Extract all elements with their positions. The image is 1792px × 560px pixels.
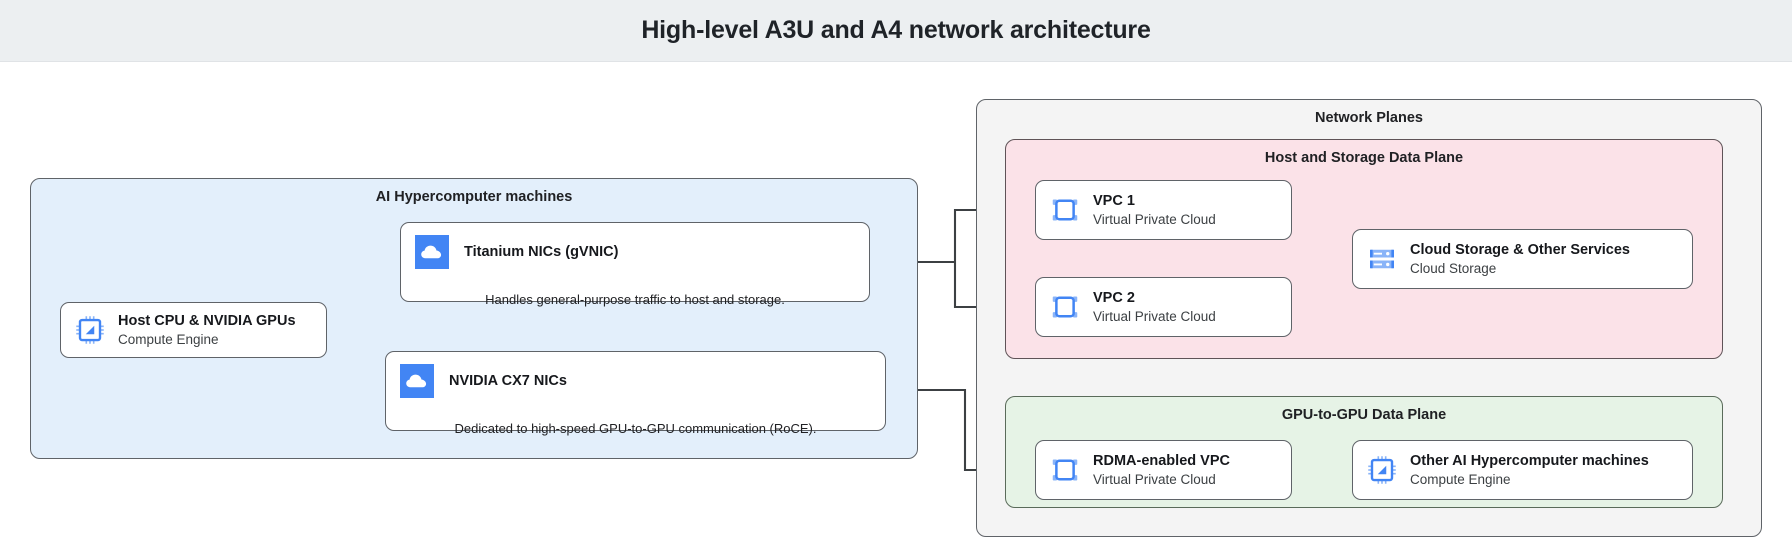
group-title-network-planes: Network Planes <box>1315 110 1423 126</box>
node-title: NVIDIA CX7 NICs <box>449 373 567 389</box>
node-title: Host CPU & NVIDIA GPUs <box>118 312 296 329</box>
node-title: VPC 2 <box>1093 289 1135 306</box>
node-subtitle: Compute Engine <box>1410 471 1511 487</box>
node-titanium-nics-header: Titanium NICs (gVNIC) <box>415 235 855 269</box>
node-nvidia-cx7-nics[interactable]: NVIDIA CX7 NICs Dedicated to high-speed … <box>385 351 886 436</box>
node-titanium-nics[interactable]: Titanium NICs (gVNIC) Handles general-pu… <box>400 222 870 307</box>
node-vpc-2-labels: VPC 2 Virtual Private Cloud <box>1093 289 1216 326</box>
node-vpc-2[interactable]: VPC 2 Virtual Private Cloud <box>1035 277 1292 337</box>
node-subtitle: Cloud Storage <box>1410 260 1497 276</box>
node-subtitle: Virtual Private Cloud <box>1093 308 1216 324</box>
node-subtitle: Virtual Private Cloud <box>1093 471 1216 487</box>
node-rdma-enabled-vpc[interactable]: RDMA-enabled VPC Virtual Private Cloud <box>1035 440 1292 500</box>
node-description: Dedicated to high-speed GPU-to-GPU commu… <box>454 421 817 436</box>
node-title: Cloud Storage & Other Services <box>1410 241 1630 258</box>
node-vpc-1[interactable]: VPC 1 Virtual Private Cloud <box>1035 180 1292 240</box>
node-vpc-1-labels: VPC 1 Virtual Private Cloud <box>1093 192 1216 229</box>
page-title: High-level A3U and A4 network architectu… <box>641 16 1151 44</box>
cloud-icon <box>400 364 434 398</box>
node-title: RDMA-enabled VPC <box>1093 452 1230 469</box>
node-host-cpu-gpus[interactable]: Host CPU & NVIDIA GPUs Compute Engine <box>60 302 327 358</box>
node-host-cpu-gpus-labels: Host CPU & NVIDIA GPUs Compute Engine <box>118 312 296 349</box>
group-title-gpu-to-gpu-data-plane: GPU-to-GPU Data Plane <box>1281 407 1447 423</box>
node-subtitle: Compute Engine <box>118 331 219 347</box>
group-title-ai-hypercomputer-machines: AI Hypercomputer machines <box>375 189 573 205</box>
node-cloud-storage[interactable]: Cloud Storage & Other Services Cloud Sto… <box>1352 229 1693 289</box>
node-subtitle: Virtual Private Cloud <box>1093 211 1216 227</box>
cloud-storage-icon <box>1370 249 1394 269</box>
vpc-icon <box>1052 459 1078 481</box>
node-other-ai-hypercomputer-machines-labels: Other AI Hypercomputer machines Compute … <box>1410 452 1649 489</box>
vpc-icon <box>1052 199 1078 221</box>
compute-engine-chip-icon <box>76 316 104 344</box>
vpc-icon <box>1052 296 1078 318</box>
node-description: Handles general-purpose traffic to host … <box>485 292 785 307</box>
node-other-ai-hypercomputer-machines[interactable]: Other AI Hypercomputer machines Compute … <box>1352 440 1693 500</box>
node-title: Other AI Hypercomputer machines <box>1410 452 1649 469</box>
node-title: VPC 1 <box>1093 192 1135 209</box>
cloud-icon <box>415 235 449 269</box>
title-bar: High-level A3U and A4 network architectu… <box>0 0 1792 62</box>
node-nvidia-cx7-nics-header: NVIDIA CX7 NICs <box>400 364 871 398</box>
node-title: Titanium NICs (gVNIC) <box>464 244 619 260</box>
compute-engine-chip-icon <box>1368 456 1396 484</box>
group-title-host-storage-data-plane: Host and Storage Data Plane <box>1264 150 1464 166</box>
node-rdma-enabled-vpc-labels: RDMA-enabled VPC Virtual Private Cloud <box>1093 452 1230 489</box>
node-cloud-storage-labels: Cloud Storage & Other Services Cloud Sto… <box>1410 241 1630 278</box>
